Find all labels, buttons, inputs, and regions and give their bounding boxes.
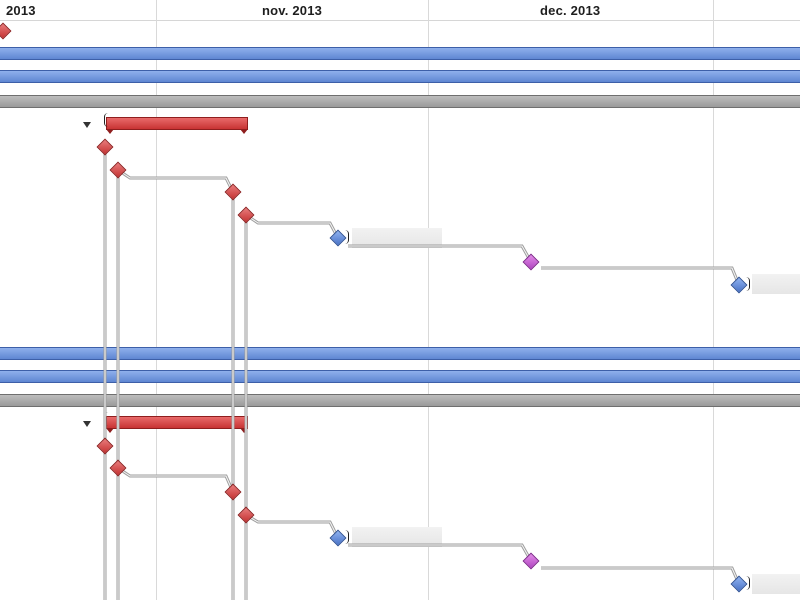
bracket-icon — [745, 576, 750, 590]
task-bar[interactable] — [0, 370, 800, 383]
task-bar[interactable] — [0, 70, 800, 83]
dependency-link — [348, 543, 533, 562]
month-label: dec. 2013 — [540, 3, 601, 18]
month-divider — [428, 0, 429, 600]
bracket-icon — [344, 530, 349, 544]
group-bar[interactable] — [0, 394, 800, 407]
bracket-icon — [104, 113, 109, 127]
dependency-link — [117, 466, 235, 493]
dependency-link — [245, 213, 340, 239]
month-divider — [156, 0, 157, 600]
dependency-link — [117, 168, 235, 193]
dependency-link — [245, 513, 340, 539]
dependency-link — [541, 566, 741, 585]
slack-bar — [352, 228, 442, 248]
slack-bar — [752, 274, 800, 294]
slack-bar — [352, 527, 442, 547]
bracket-icon — [745, 277, 750, 291]
timeline-header: 2013 nov. 2013 dec. 2013 — [0, 0, 800, 21]
group-bar[interactable] — [0, 95, 800, 108]
dependency-link — [541, 266, 741, 286]
month-divider — [713, 0, 714, 600]
month-label: nov. 2013 — [262, 3, 323, 18]
slack-bar — [752, 574, 800, 594]
collapse-toggle-icon[interactable] — [83, 421, 91, 427]
dependency-link — [348, 244, 533, 263]
collapse-toggle-icon[interactable] — [83, 122, 91, 128]
task-bar[interactable] — [0, 347, 800, 360]
task-bar[interactable] — [0, 47, 800, 60]
month-label: 2013 — [6, 3, 36, 18]
bracket-icon — [344, 230, 349, 244]
